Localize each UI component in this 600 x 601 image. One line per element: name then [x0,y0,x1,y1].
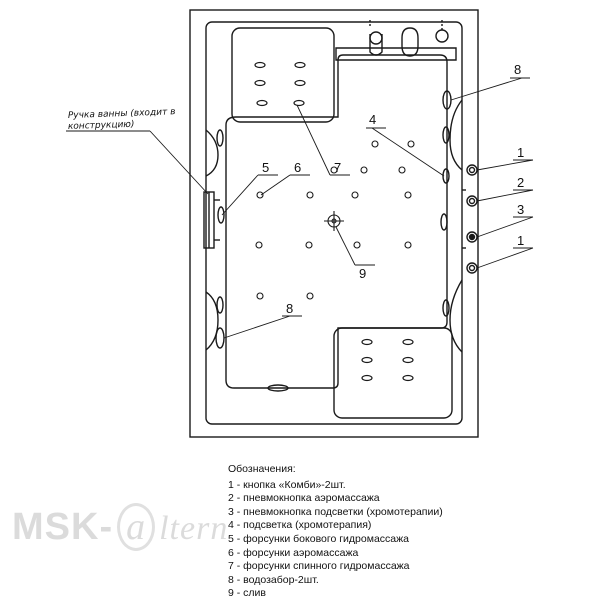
air-jets-grid [255,140,415,300]
callout-5: 5 [262,160,269,175]
legend-item: 7 - форсунки спинного гидромассажа [228,560,410,573]
legend-items: 1 - кнопка «Комби»-2шт.2 - пневмокнопка … [228,479,558,601]
combi-button-upper-icon [466,164,478,176]
watermark-rest: ltern [159,510,229,547]
head-area-top-right [335,47,457,61]
handle-note-line1: Ручка ванны (входит в [68,107,176,121]
top-fitting-left [369,31,383,45]
callout-7: 7 [334,160,341,175]
handle-note-line2: конструкцию) [68,120,135,132]
legend-item: 9 - слив [228,587,266,600]
tub-outer-rim [189,9,479,438]
legend-item: 2 - пневмокнопка аэромассажа [228,492,380,505]
callout-8-upper: 8 [514,62,521,77]
side-jet-right-top-icon [442,126,450,144]
side-jet-right-bottom-icon [442,299,450,317]
side-bump-left-lower [205,291,219,351]
watermark-brand: MSK- [12,506,114,548]
legend: Обозначения: 1 - кнопка «Комби»-2шт.2 - … [228,463,558,601]
watermark-at: a [117,503,156,551]
top-fitting-middle [401,27,419,57]
combi-button-lower-icon [466,262,478,274]
side-jet-upper-icon [217,206,225,224]
tub-inner-rim [205,21,463,425]
legend-item: 8 - водозабор-2шт. [228,573,319,586]
callout-9: 9 [359,266,366,281]
legend-item: 5 - форсунки бокового гидромассажа [228,532,409,545]
drain-icon [324,211,344,231]
legend-item: 3 - пневмокнопка подсветки (хромотерапии… [228,505,443,518]
bottom-jet-icon [267,384,289,392]
air-massage-button-icon [466,195,478,207]
callout-4: 4 [369,112,376,127]
leader-lines [66,77,534,339]
top-fitting-right [435,29,449,43]
side-jet-right-icon [440,213,448,231]
foot-rest-bottom-right [333,327,453,419]
side-bump-left-upper [205,129,219,177]
back-rest-top-left [231,27,335,123]
callout-1-upper: 1 [517,145,524,160]
legend-item: 6 - форсунки аэромассажа [228,546,359,559]
legend-item: 4 - подсветка (хромотерапия) [228,519,372,532]
callout-3: 3 [517,202,524,217]
callout-1-lower: 1 [517,233,524,248]
foot-jets-bottom-right [361,338,414,382]
side-bump-right-upper [449,99,463,171]
side-jet-left-top-icon [216,129,224,147]
callout-6: 6 [294,160,301,175]
water-intake-left-icon [215,327,225,349]
side-bump-right-lower [449,279,463,353]
back-jets-top-left [254,61,306,107]
side-jet-left-bottom-icon [216,296,224,314]
callout-8-lower: 8 [286,301,293,316]
callout-2: 2 [517,175,524,190]
legend-title: Обозначения: [228,463,296,475]
chromotherapy-light-icon [442,168,450,184]
legend-item: 1 - кнопка «Комби»-2шт. [228,478,346,491]
